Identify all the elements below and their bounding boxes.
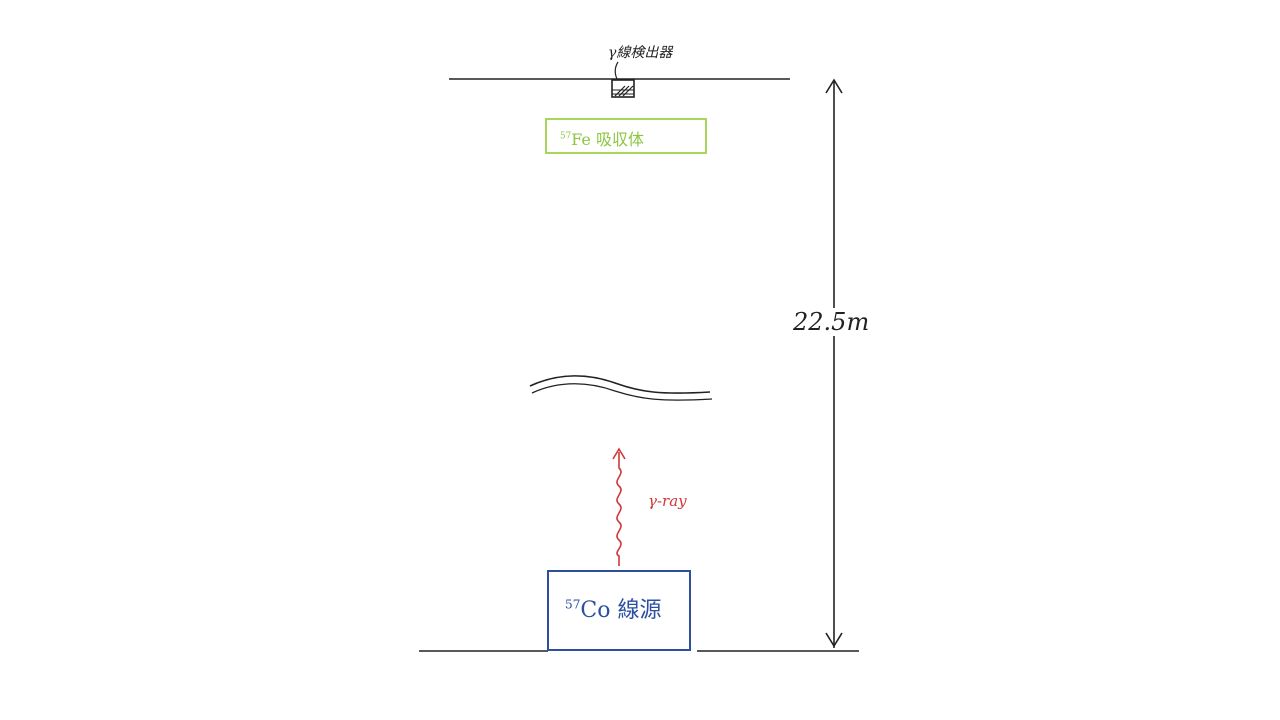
- gamma-ray-label: γ-ray: [648, 492, 687, 510]
- detector-label: γ線検出器: [608, 45, 673, 61]
- source-symbol: Co: [580, 598, 611, 623]
- distance-dimension-arrow: [825, 78, 843, 648]
- source-box: [547, 570, 691, 651]
- absorber-box: [545, 118, 707, 154]
- source-text: 線源: [617, 598, 662, 623]
- detector-leader-line: [614, 61, 619, 80]
- source-label: 57Co 線源: [565, 592, 661, 624]
- absorber-symbol: Fe: [571, 130, 591, 149]
- absorber-mass-number: 57: [560, 131, 572, 142]
- absorber-text: 吸収体: [596, 130, 645, 149]
- break-symbol: [529, 375, 713, 401]
- distance-label: 22.5m: [791, 308, 872, 336]
- detector-icon: [611, 79, 635, 98]
- gamma-ray-arrow: [612, 447, 626, 566]
- source-mass-number: 57: [565, 597, 581, 612]
- absorber-label: 57Fe 吸収体: [560, 126, 644, 150]
